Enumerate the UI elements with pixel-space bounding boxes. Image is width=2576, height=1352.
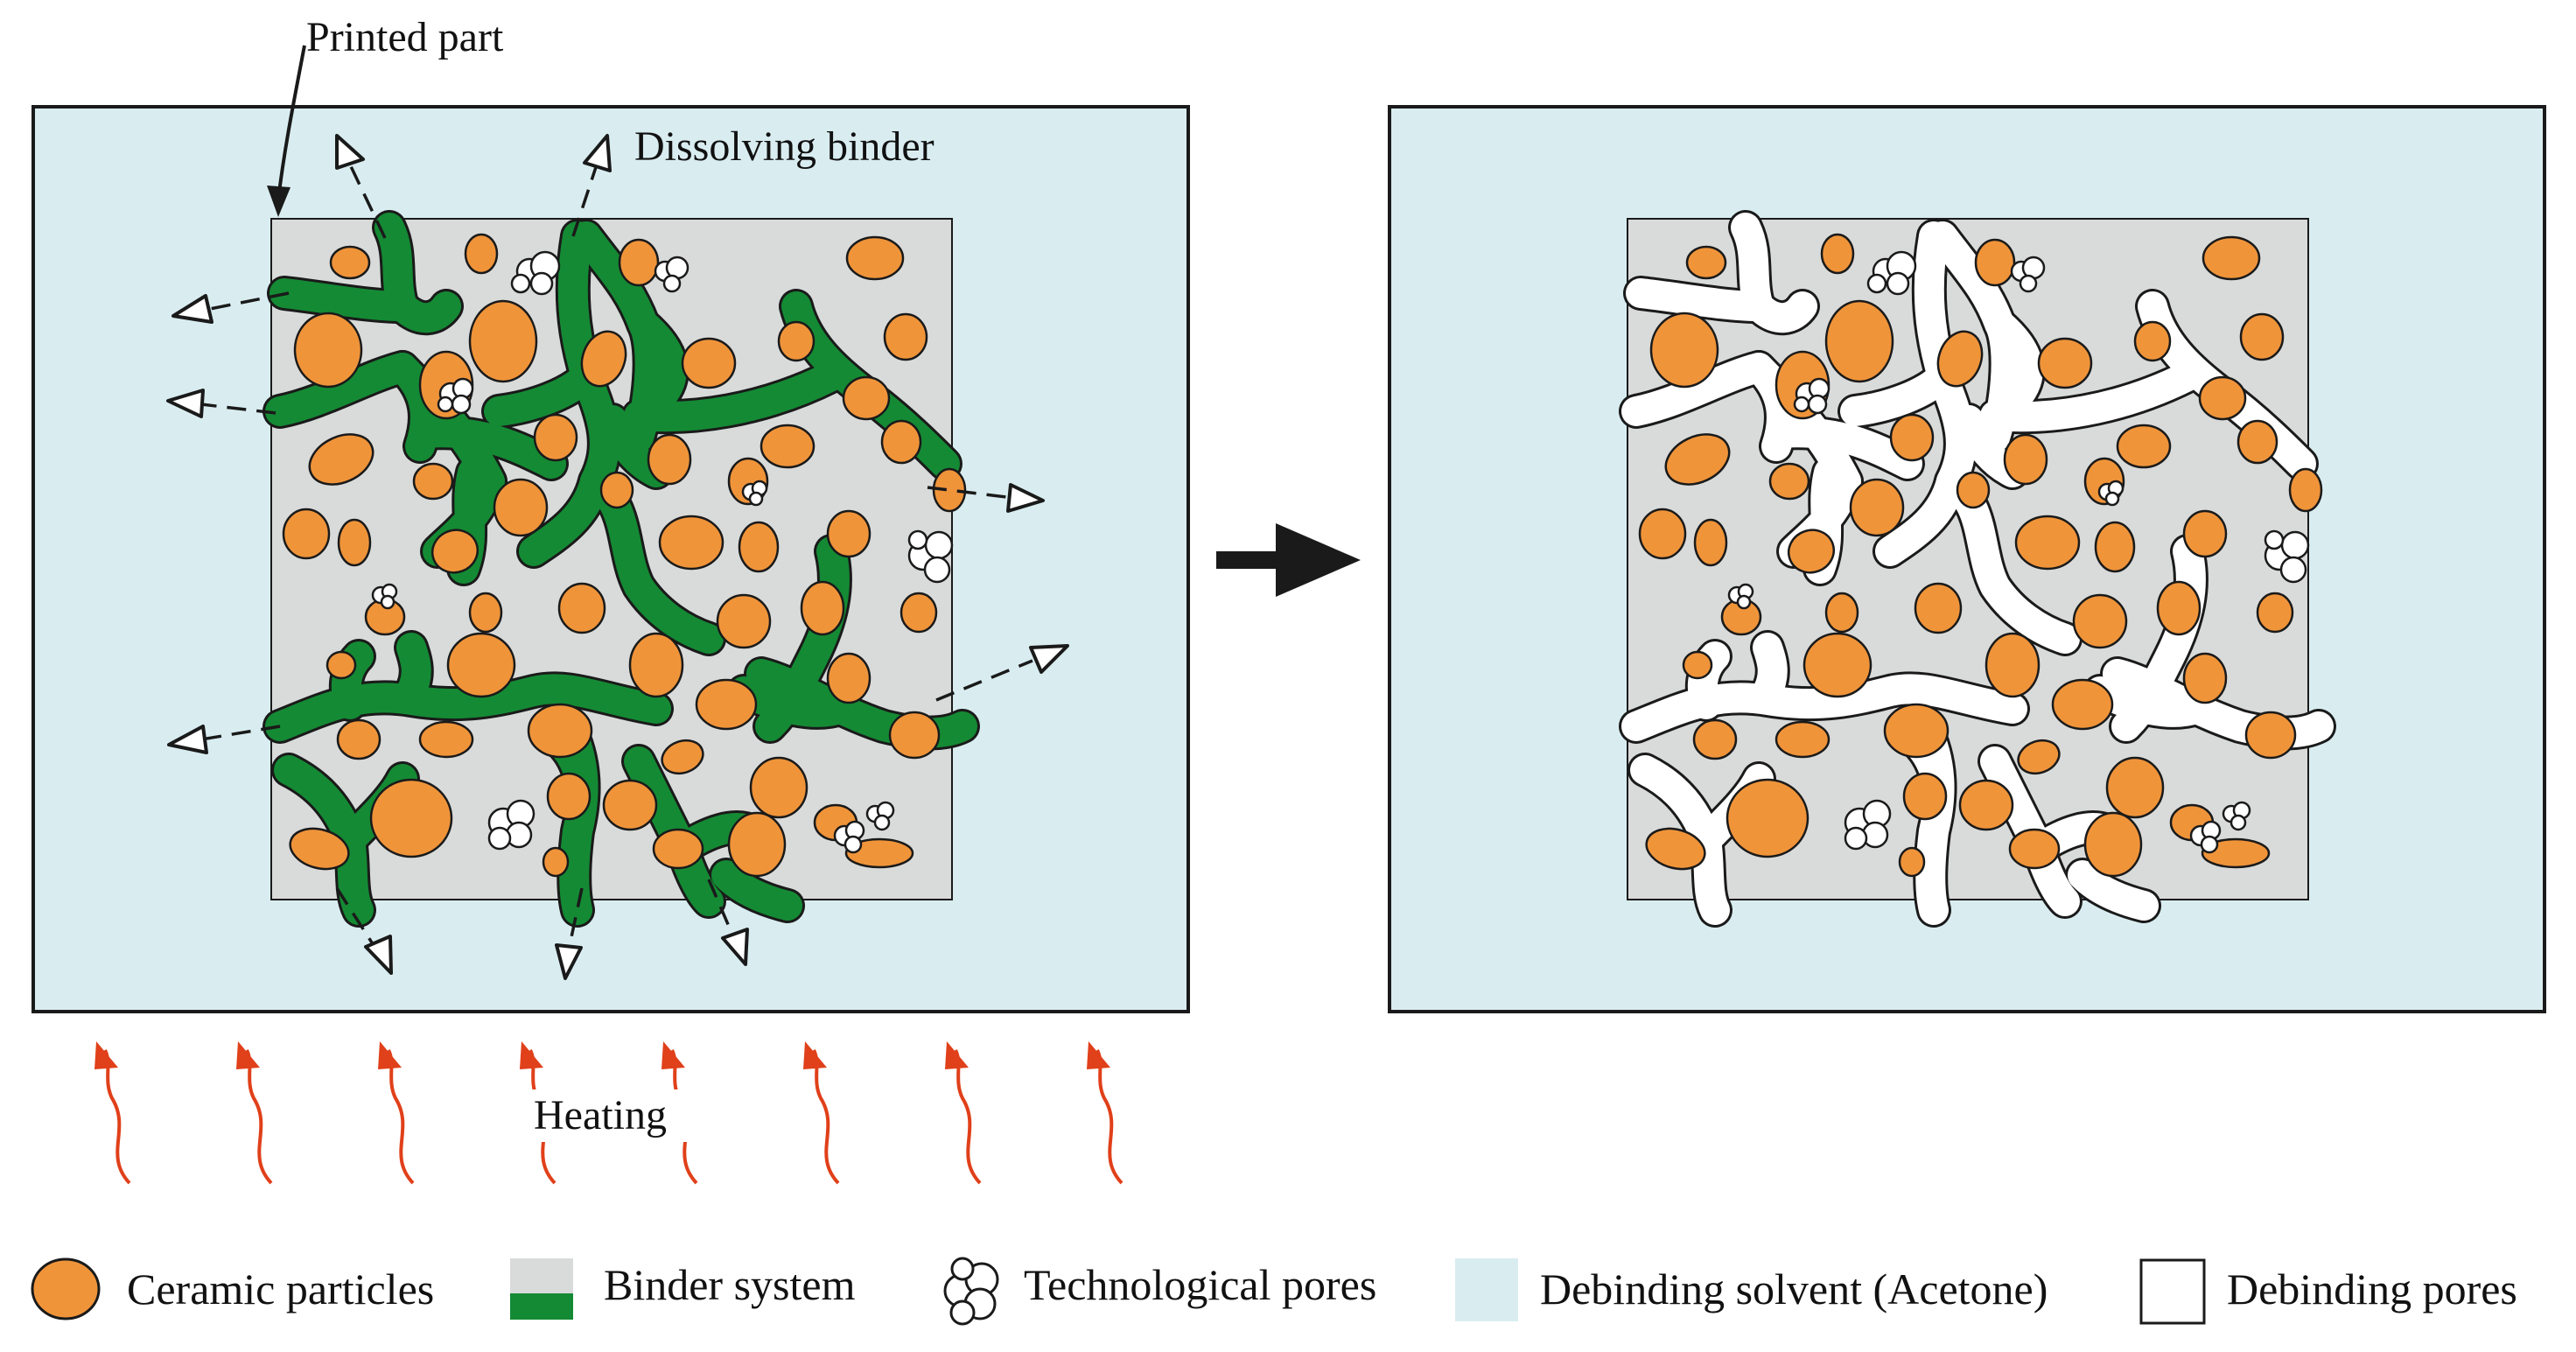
heating-arrowheads — [94, 1041, 1110, 1069]
printed-part-pointer — [276, 45, 306, 200]
printed-part-label: Printed part — [306, 14, 504, 60]
process-arrow — [1216, 523, 1361, 597]
solvent-swatch — [1455, 1258, 1518, 1321]
binder-green-swatch — [510, 1293, 573, 1320]
heating-label-bg — [525, 1089, 700, 1142]
ceramic-swatch — [31, 1257, 101, 1320]
legend-debinding-pores: Debinding pores — [2139, 1258, 2517, 1325]
legend-debinding-pores-label: Debinding pores — [2227, 1264, 2517, 1313]
legend: Ceramic particles Binder system Technolo… — [31, 1257, 2517, 1326]
legend-ceramic: Ceramic particles — [31, 1257, 434, 1320]
legend-binder-label: Binder system — [604, 1260, 856, 1309]
tech-pores-swatch — [943, 1257, 999, 1326]
dissolving-binder-label: Dissolving binder — [634, 123, 934, 170]
legend-ceramic-label: Ceramic particles — [127, 1264, 434, 1313]
legend-tech-pores-label: Technological pores — [1024, 1260, 1376, 1309]
binder-gray-swatch — [510, 1258, 573, 1293]
legend-tech-pores: Technological pores — [943, 1257, 1376, 1326]
right-panel — [1388, 105, 2546, 1013]
heating-label: Heating — [534, 1092, 667, 1138]
outflow-arrows — [200, 164, 1033, 950]
legend-binder: Binder system — [510, 1258, 856, 1320]
legend-solvent: Debinding solvent (Acetone) — [1455, 1258, 2048, 1321]
left-panel: Printed part Dissolving binder — [32, 14, 1190, 1013]
printed-part-pointer-head — [267, 186, 290, 217]
arrowheads — [166, 134, 1069, 980]
debinding-pores-swatch — [2139, 1258, 2206, 1325]
legend-solvent-label: Debinding solvent (Acetone) — [1540, 1264, 2048, 1313]
